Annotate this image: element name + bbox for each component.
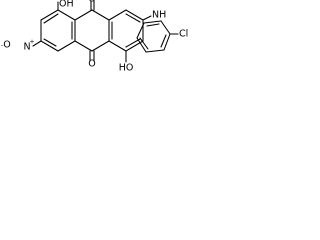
bond: [108, 40, 127, 52]
bond: [74, 9, 93, 21]
bond: [139, 37, 149, 50]
bond: [143, 20, 162, 24]
bond: [91, 40, 110, 52]
amine-label: NH: [152, 10, 166, 21]
carbonyl-bottom-label: O: [88, 59, 95, 70]
bond: [142, 15, 152, 21]
nitro-nitrogen-label: N: [23, 42, 30, 53]
nitro-plus-label: +: [29, 39, 34, 46]
bond: [145, 49, 165, 53]
bond: [40, 40, 59, 52]
bond: [91, 9, 110, 21]
bond: [125, 38, 141, 48]
bond-lines: [32, 0, 179, 63]
chemical-structure: OH O O - N + O HO NH Cl: [1, 0, 188, 74]
bond: [57, 9, 76, 21]
bond: [43, 13, 59, 24]
bond: [160, 20, 171, 35]
bond: [136, 37, 147, 53]
bond: [125, 13, 141, 23]
hydroxyl-top-label: OH: [59, 0, 74, 10]
bond: [40, 9, 59, 21]
bond: [32, 40, 42, 47]
bond: [74, 40, 93, 52]
bond: [136, 22, 145, 39]
chlorine-label: Cl: [179, 29, 188, 40]
carbonyl-top-label: O: [88, 0, 95, 5]
bond: [43, 38, 57, 47]
bond: [146, 23, 160, 27]
nitro-oxygen-label: O: [3, 40, 10, 51]
bond: [125, 9, 144, 21]
nitro-minus-label: -: [1, 43, 3, 50]
bond: [163, 33, 171, 51]
bond: [160, 34, 167, 48]
hydroxyl-bottom-label: HO: [119, 63, 134, 74]
bond: [108, 9, 127, 21]
bond: [57, 40, 76, 52]
